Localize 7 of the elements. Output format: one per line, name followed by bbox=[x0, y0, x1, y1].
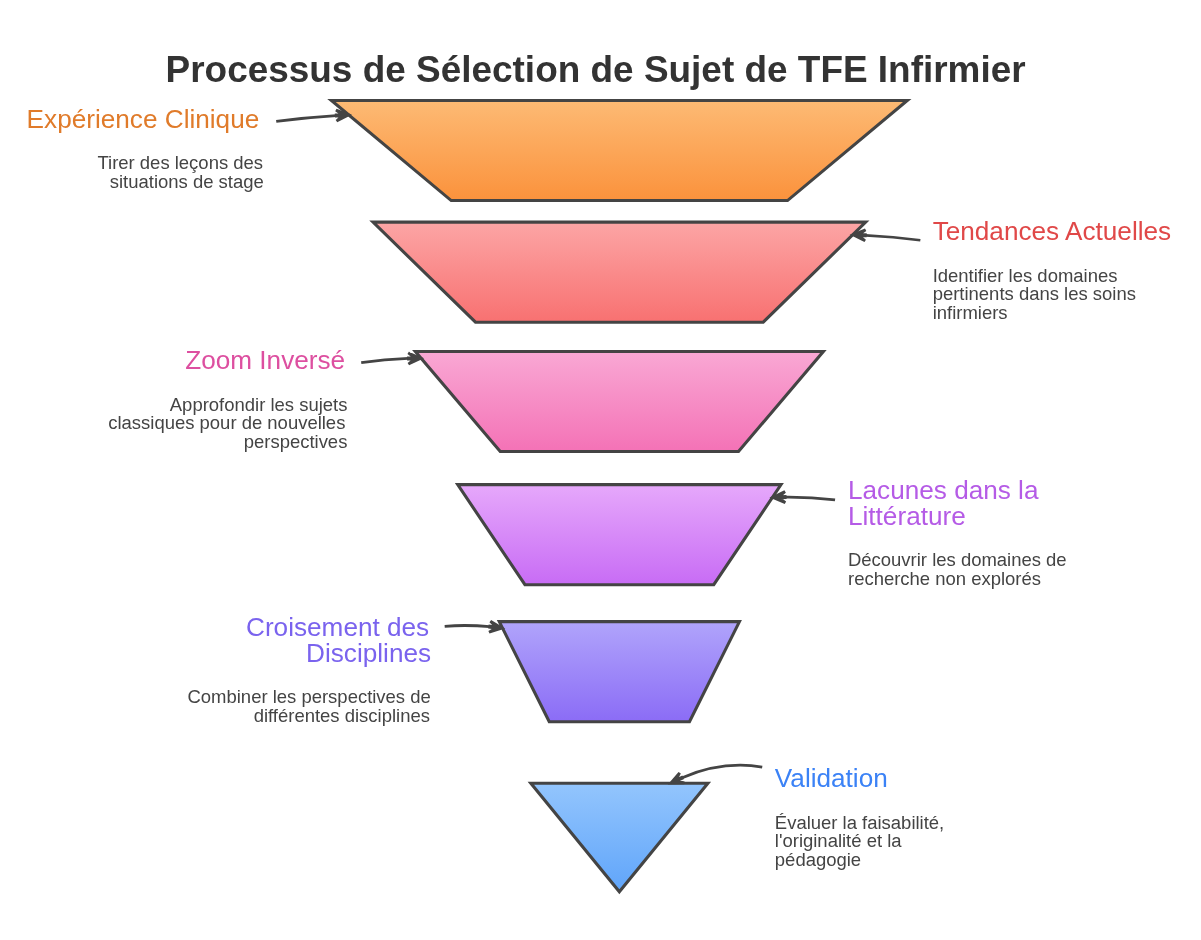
node-text: Validation Évaluer la faisabilité, l'originalité et la pédagogie bbox=[774, 763, 945, 870]
node-text: Expérience Clinique Tirer des leçons des situations de stage bbox=[26, 103, 264, 192]
node-text: Zoom Inversé Approfondir les sujets classiques pour de nouvelles perspectives bbox=[108, 345, 348, 452]
node-text: Tendances Actuelles Identifier les domaines pertinents dans les soins infirmiers bbox=[932, 215, 1172, 323]
node-text: Croisement des Disciplines Combiner les perspectives de différentes disciplines bbox=[187, 611, 432, 726]
node-text: Lacunes dans la Littérature Découvrir les domaines de recherche non explorés bbox=[847, 474, 1067, 589]
diagram-title: Processus de Sélection de Sujet de TFE Infirmier bbox=[165, 49, 1026, 91]
